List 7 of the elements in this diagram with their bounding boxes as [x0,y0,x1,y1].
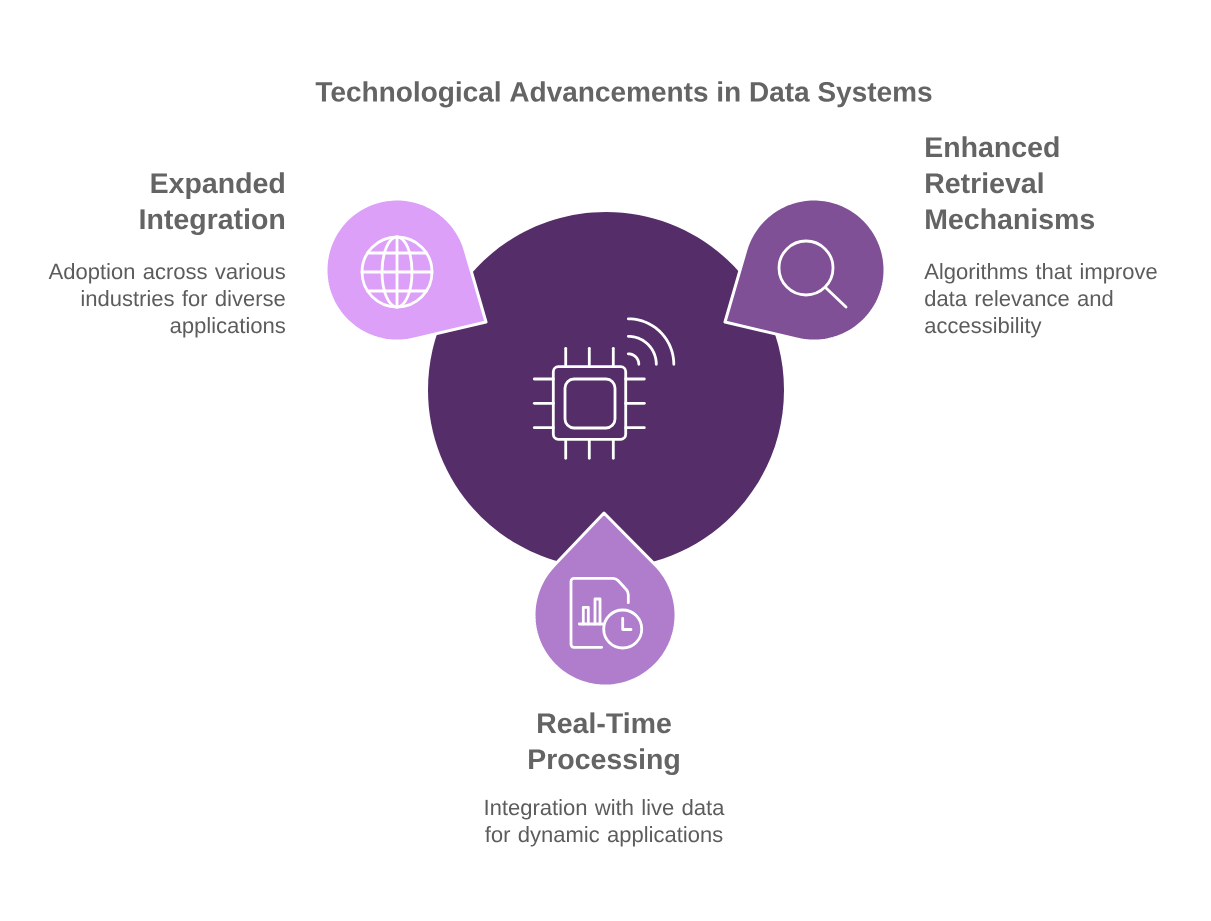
description: Integration with live data for dynamic applications [485,799,725,847]
heading: Real-Time Processing [529,712,679,776]
heading: Expanded Integration [140,172,285,236]
title: Technological Advancements in Data Systems [315,81,932,108]
description: Adoption across various industries for diverse applications [48,263,285,338]
heading: Enhanced Retrieval Mechanisms [926,136,1095,230]
description: Algorithms that improve data relevance and accessibility [924,263,1157,338]
